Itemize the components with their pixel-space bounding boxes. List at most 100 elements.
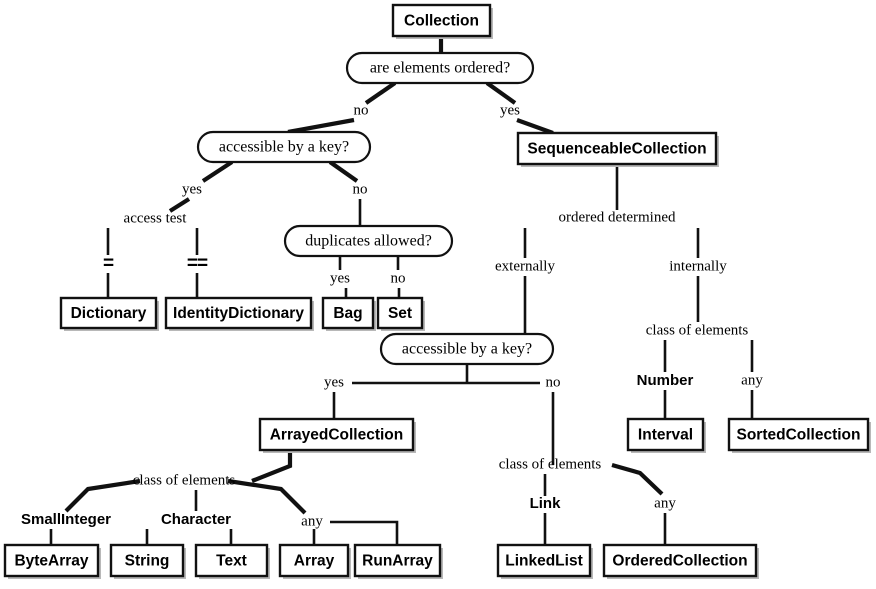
edge-label-key2-no: no bbox=[546, 374, 561, 390]
decision-node-key-q-2[interactable]: accessible by a key? bbox=[379, 332, 555, 366]
class-node-frame bbox=[376, 296, 424, 330]
class-node-frame bbox=[496, 543, 592, 578]
edge-yes-to-access-test bbox=[168, 197, 191, 213]
decision-node-frame bbox=[283, 224, 454, 258]
class-node-sequenceablecollection[interactable]: SequenceableCollection bbox=[516, 131, 719, 167]
edge-label-ordered-determined: ordered determined bbox=[558, 209, 676, 225]
edge-any-bar-left bbox=[330, 520, 399, 545]
decision-node-label: accessible by a key? bbox=[219, 139, 349, 156]
class-node-identitydictionary[interactable]: IdentityDictionary bbox=[164, 296, 314, 331]
class-node-label: Collection bbox=[404, 13, 479, 30]
class-node-label: Array bbox=[294, 553, 335, 570]
class-node-collection[interactable]: Collection bbox=[391, 3, 493, 39]
class-node-linkedlist[interactable]: LinkedList bbox=[496, 543, 593, 579]
edge-label-dup-no: no bbox=[391, 270, 406, 286]
edge-key-q-1-to-yes bbox=[201, 160, 234, 183]
edge-classofel-left-to-si bbox=[64, 478, 141, 513]
edge-label-externally: externally bbox=[495, 258, 555, 274]
class-node-label: String bbox=[125, 553, 170, 570]
decision-node-frame bbox=[379, 332, 555, 366]
edge-label-internally: internally bbox=[669, 258, 727, 274]
class-node-frame bbox=[59, 296, 158, 330]
edge-label-eq-op: = bbox=[103, 253, 114, 274]
edge-label-dup-yes: yes bbox=[330, 270, 350, 286]
edge-label-access-test: access test bbox=[124, 210, 188, 226]
edges-layer bbox=[49, 36, 754, 545]
class-node-frame bbox=[3, 543, 100, 578]
edge-label-key2-yes: yes bbox=[324, 374, 344, 390]
edge-label-class-of-el-mid: class of elements bbox=[499, 456, 602, 472]
edge-label-class-of-el-right: class of elements bbox=[646, 322, 749, 338]
edge-label-key1-yes: yes bbox=[182, 181, 202, 197]
edge-label-any-label-left: any bbox=[301, 513, 323, 529]
class-node-label: ByteArray bbox=[14, 553, 88, 570]
class-node-label: OrderedCollection bbox=[612, 553, 747, 570]
class-node-label: SequenceableCollection bbox=[527, 141, 706, 158]
class-node-orderedcollection[interactable]: OrderedCollection bbox=[602, 543, 759, 579]
edge-label-number-label: Number bbox=[637, 372, 694, 389]
edge-ordered-q-to-no bbox=[364, 81, 397, 105]
class-node-frame bbox=[109, 543, 185, 578]
edge-label-ordered-yes: yes bbox=[500, 102, 520, 118]
decision-node-label: duplicates allowed? bbox=[305, 233, 432, 250]
edge-label-eqeq-op: == bbox=[187, 253, 208, 274]
edge-label-any-label-mid: any bbox=[654, 495, 676, 511]
edge-yes-to-seqcoll bbox=[516, 118, 554, 135]
edge-label-any-label-right: any bbox=[741, 372, 763, 388]
edge-classofel-left-to-any bbox=[227, 478, 307, 515]
class-node-label: SortedCollection bbox=[736, 427, 860, 444]
edge-label-smallinteger: SmallInteger bbox=[21, 511, 111, 528]
class-node-frame bbox=[321, 296, 375, 330]
decision-node-frame bbox=[196, 130, 372, 164]
class-node-frame bbox=[391, 3, 492, 38]
edge-no-to-key-q-1 bbox=[287, 117, 355, 135]
class-node-label: Interval bbox=[638, 427, 693, 444]
class-node-set[interactable]: Set bbox=[376, 296, 425, 331]
class-node-frame bbox=[194, 543, 269, 578]
edge-arrcoll-to-classofel bbox=[251, 450, 293, 483]
class-node-string[interactable]: String bbox=[109, 543, 186, 579]
edge-label-link-label: Link bbox=[530, 495, 561, 512]
class-node-bytearray[interactable]: ByteArray bbox=[3, 543, 101, 579]
class-node-bag[interactable]: Bag bbox=[321, 296, 376, 331]
class-node-dictionary[interactable]: Dictionary bbox=[59, 296, 159, 331]
class-node-text[interactable]: Text bbox=[194, 543, 270, 579]
class-node-label: ArrayedCollection bbox=[270, 427, 404, 444]
class-node-label: LinkedList bbox=[505, 553, 583, 570]
class-node-frame bbox=[727, 417, 870, 452]
class-node-interval[interactable]: Interval bbox=[626, 417, 706, 453]
decision-node-label: are elements ordered? bbox=[370, 60, 510, 77]
decision-node-key-q-1[interactable]: accessible by a key? bbox=[196, 130, 372, 164]
class-node-label: IdentityDictionary bbox=[173, 305, 304, 322]
class-node-label: Set bbox=[388, 305, 412, 322]
decision-node-duplicates-q[interactable]: duplicates allowed? bbox=[283, 224, 454, 258]
decision-node-frame bbox=[345, 51, 535, 85]
class-node-frame bbox=[516, 131, 718, 166]
class-node-label: Text bbox=[216, 553, 247, 570]
class-node-label: Dictionary bbox=[71, 305, 147, 322]
class-node-array[interactable]: Array bbox=[278, 543, 351, 579]
class-node-frame bbox=[626, 417, 705, 452]
edge-key-q-1-to-no bbox=[328, 160, 359, 183]
class-node-arrayedcollection[interactable]: ArrayedCollection bbox=[258, 417, 416, 453]
edge-label-ordered-no: no bbox=[354, 102, 369, 118]
edge-ordered-q-to-yes bbox=[485, 81, 517, 105]
class-node-label: Bag bbox=[333, 305, 362, 322]
decision-node-ordered-q[interactable]: are elements ordered? bbox=[345, 51, 535, 85]
class-node-sortedcollection[interactable]: SortedCollection bbox=[727, 417, 871, 453]
class-node-label: RunArray bbox=[362, 553, 433, 570]
class-node-runarray[interactable]: RunArray bbox=[353, 543, 443, 579]
class-node-frame bbox=[602, 543, 758, 578]
edge-label-character: Character bbox=[161, 511, 231, 528]
class-node-frame bbox=[278, 543, 350, 578]
edge-label-key1-no: no bbox=[353, 181, 368, 197]
class-node-frame bbox=[353, 543, 442, 578]
decision-nodes-layer: are elements ordered? accessible by a key… bbox=[196, 51, 555, 366]
edge-classofel-mid-to-any bbox=[611, 462, 664, 496]
class-nodes-layer: CollectionSequenceableCollectionDictiona… bbox=[3, 3, 871, 579]
edge-label-class-of-el-left: class of elements bbox=[133, 472, 236, 488]
decision-node-label: accessible by a key? bbox=[402, 341, 532, 358]
